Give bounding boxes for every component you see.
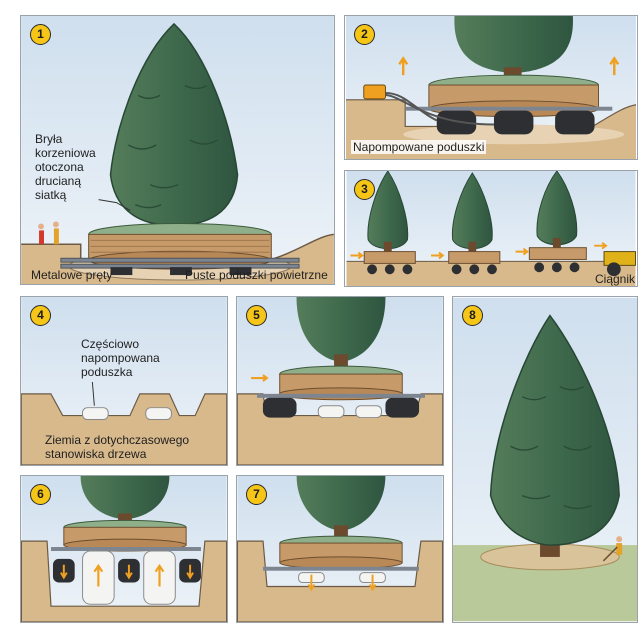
panel-step-7: 7	[236, 475, 444, 623]
tree-cart-2	[448, 172, 501, 275]
gardener-figure	[602, 536, 623, 562]
step-8-badge: 8	[462, 305, 483, 326]
step-4-badge: 4	[30, 305, 51, 326]
partial-airbag-label: Częściowo napompowana poduszka	[81, 337, 160, 379]
step-1-badge: 1	[30, 24, 51, 45]
step-3-illustration	[346, 171, 636, 286]
tree-cart-1	[363, 171, 416, 275]
tractor-label: Ciągnik	[595, 272, 636, 286]
step-7-illustration	[237, 476, 443, 622]
step-2-badge: 2	[354, 24, 375, 45]
root-ball-label: Bryła korzeniowa otoczona drucianą siatk…	[35, 132, 96, 202]
step-5-illustration	[237, 297, 443, 465]
panel-step-5: 5	[236, 296, 444, 466]
tree-cart-3	[528, 171, 587, 273]
step-6-illustration	[21, 476, 227, 622]
inflated-airbags-label: Napompowane poduszki	[351, 140, 487, 154]
panel-step-2: 2 Napompowane poduszki	[344, 15, 638, 160]
step-7-badge: 7	[246, 484, 267, 505]
step-4-illustration	[21, 297, 227, 465]
empty-airbags-label: Puste poduszki powietrzne	[185, 268, 328, 282]
panel-step-8: 8	[452, 296, 638, 623]
panel-step-3: 3 Ciągnik	[344, 170, 638, 287]
step-3-badge: 3	[354, 179, 375, 200]
panel-step-6: 6	[20, 475, 228, 623]
panel-step-1: 1 Bryła korzeniowa otoczona drucianą sia…	[20, 15, 335, 285]
step-1-illustration	[21, 16, 334, 284]
step-8-illustration	[453, 297, 637, 622]
worker-figures	[38, 221, 59, 245]
step-5-badge: 5	[246, 305, 267, 326]
step-6-badge: 6	[30, 484, 51, 505]
panel-step-4: 4 Częściowo napompowana poduszka Ziemia …	[20, 296, 228, 466]
metal-rods-label: Metalowe pręty	[31, 268, 113, 282]
soil-label: Ziemia z dotychczasowego stanowiska drze…	[45, 433, 190, 461]
step-2-illustration	[346, 16, 637, 159]
